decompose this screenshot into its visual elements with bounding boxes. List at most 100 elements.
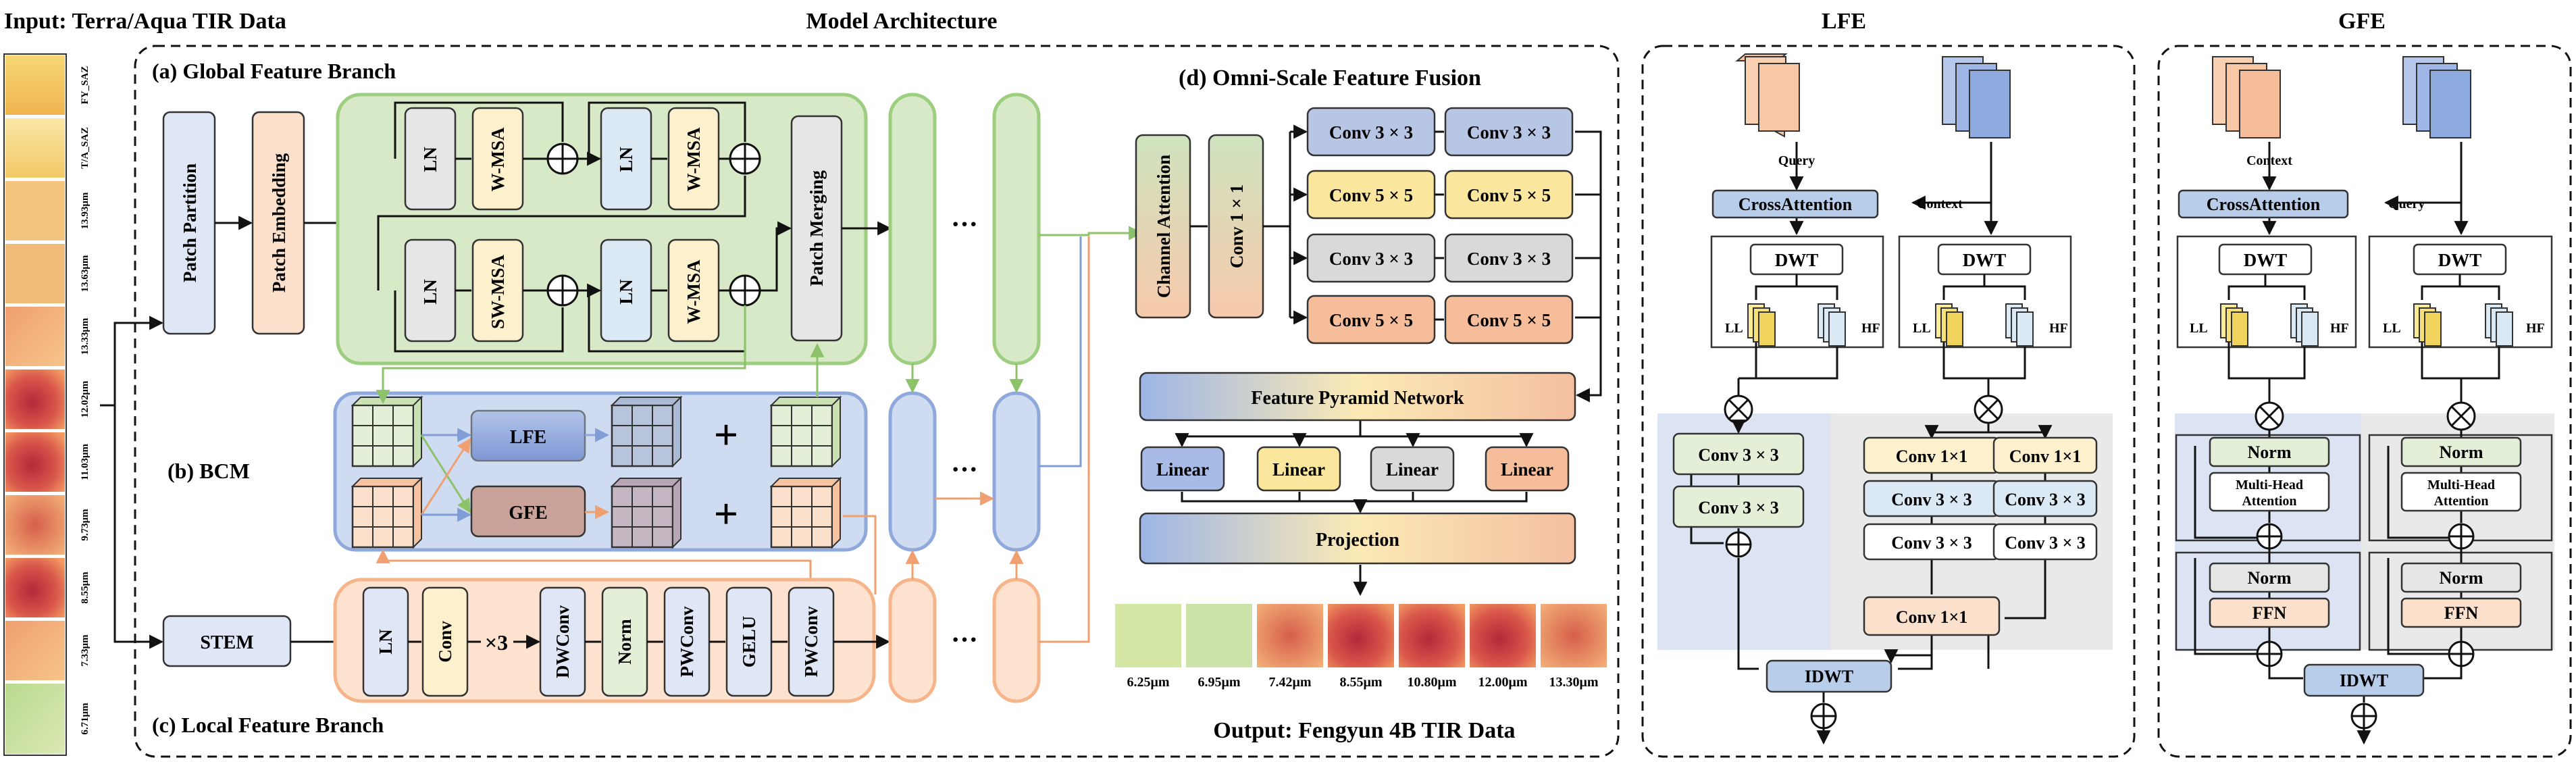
output-band-label: 12.00μm — [1478, 675, 1528, 690]
plus-sign: + — [714, 411, 738, 459]
lfe-lower-lines — [1690, 378, 2053, 703]
add-icon — [2350, 703, 2377, 730]
conv-cell-label: Conv 3 × 3 — [1467, 122, 1551, 143]
input-tile — [5, 684, 65, 754]
patch-partition-label: Patch Partition — [180, 163, 200, 282]
linear-box — [1485, 446, 1570, 492]
conv-cell — [1444, 295, 1574, 345]
norm-box — [2209, 436, 2330, 467]
channel-attention-label: Channel Attention — [1154, 155, 1174, 298]
input-tile — [5, 244, 65, 303]
lfe-dwt-lines — [1738, 274, 2026, 380]
output-tile — [1539, 603, 1608, 669]
feature-grid-icon — [769, 395, 842, 468]
band-label: 13.63μm — [80, 255, 91, 292]
output-band-label: 10.80μm — [1408, 675, 1457, 690]
input-tile — [5, 181, 65, 240]
fpn-box — [1139, 372, 1576, 422]
ll-label: LL — [2383, 321, 2401, 336]
conv-label: Conv 1×1 — [1896, 447, 1968, 466]
dwt-label: DWT — [1775, 250, 1819, 270]
lfe-frame — [1641, 45, 2136, 758]
hf-subband-icon — [2485, 303, 2513, 347]
feature-cube-icon — [610, 395, 683, 468]
output-band-labels: 6.25μm 6.95μm 7.42μm 8.55μm 10.80μm 12.0… — [1127, 675, 1599, 690]
gfe-dwt-lines — [2227, 274, 2500, 380]
stem-label: STEM — [200, 632, 253, 653]
add-icon — [729, 274, 761, 307]
ll-label: LL — [1725, 321, 1743, 336]
output-band-label: 8.55μm — [1340, 675, 1383, 690]
linear-box — [1140, 446, 1225, 492]
dwt-label: DWT — [2438, 250, 2482, 270]
projection-box — [1139, 512, 1576, 565]
conv-cell-label: Conv 5 × 5 — [1467, 185, 1551, 205]
add-icon — [2448, 640, 2475, 667]
ln-label: LN — [616, 279, 636, 305]
linear-box — [1370, 446, 1455, 492]
output-tile — [1326, 603, 1395, 669]
band-label: 13.93μm — [80, 192, 91, 229]
multiply-icon — [1724, 395, 1753, 424]
hf-label: HF — [2330, 321, 2349, 336]
ll-subband-icon — [1935, 303, 1963, 347]
output-band-label: 6.95μm — [1198, 675, 1241, 690]
pwconv-label: PWConv — [677, 606, 697, 678]
fusion-label: (d) Omni-Scale Feature Fusion — [1179, 66, 1481, 91]
feature-grid-icon — [351, 395, 423, 468]
gfe-connectors — [2262, 142, 2469, 236]
model-frame — [134, 45, 1620, 758]
input-tile — [5, 558, 65, 617]
add-icon — [546, 274, 579, 307]
band-label: 9.73μm — [80, 509, 91, 541]
band-label: 12.02μm — [80, 380, 91, 417]
conv-cell-label: Conv 3 × 3 — [1329, 122, 1413, 143]
bcm-out-arrows — [585, 428, 610, 519]
input-tile — [5, 55, 65, 115]
feature-cube-icon — [610, 476, 683, 549]
cross-attention-box — [2178, 189, 2349, 219]
input-tile — [5, 118, 65, 178]
output-band-label: 7.42μm — [1269, 675, 1312, 690]
conv-label: Conv 3 × 3 — [1698, 445, 1779, 465]
query-stack-icon — [2402, 56, 2471, 138]
hf-label: HF — [2526, 321, 2545, 336]
cross-attention-label: CrossAttention — [1738, 195, 1853, 214]
input-tile — [5, 621, 65, 680]
ffn-label: FFN — [2444, 603, 2479, 623]
conv1x1-label: Conv 1 × 1 — [1227, 184, 1247, 268]
conv-box — [1992, 480, 2098, 517]
add-icon — [546, 143, 579, 175]
wmsa-label: W-MSA — [684, 259, 704, 324]
global-branch-label: (a) Global Feature Branch — [152, 59, 396, 83]
output-tile — [1114, 603, 1183, 669]
norm-label: Norm — [2248, 568, 2292, 588]
add-icon — [2448, 523, 2475, 550]
norm-label: Norm — [2440, 568, 2483, 588]
context-label: Context — [1917, 197, 1963, 211]
context-stack-icon — [1942, 56, 2011, 138]
input-title: Input: Terra/Aqua TIR Data — [4, 9, 286, 34]
linear-box — [1256, 446, 1341, 492]
fusion-arrows — [1175, 124, 1602, 596]
band-label: 6.71μm — [80, 703, 91, 735]
gfe-lower-lines — [2194, 378, 2463, 703]
ffn-box — [2400, 597, 2522, 628]
dwt-label: DWT — [1963, 250, 2007, 270]
conv-label: Conv 3 × 3 — [2005, 533, 2086, 553]
norm-box — [2400, 562, 2522, 593]
patch-embedding-label: Patch Embedding — [269, 153, 289, 293]
context-stack-icon — [2212, 56, 2281, 138]
ll-label: LL — [1913, 321, 1931, 336]
input-connectors — [100, 315, 164, 649]
norm-label: Norm — [2440, 442, 2483, 462]
query-label: Query — [2388, 197, 2425, 211]
band-label: 11.03μm — [80, 444, 91, 480]
hf-subband-icon — [2290, 303, 2319, 347]
band-label: FY_SAZ — [80, 66, 91, 105]
band-label: T/A_SAZ — [80, 127, 91, 169]
mha-box — [2400, 472, 2522, 512]
mha-label-line1: Multi-Head — [2427, 478, 2495, 492]
mha-box — [2209, 472, 2330, 512]
ln-label: LN — [616, 147, 636, 172]
